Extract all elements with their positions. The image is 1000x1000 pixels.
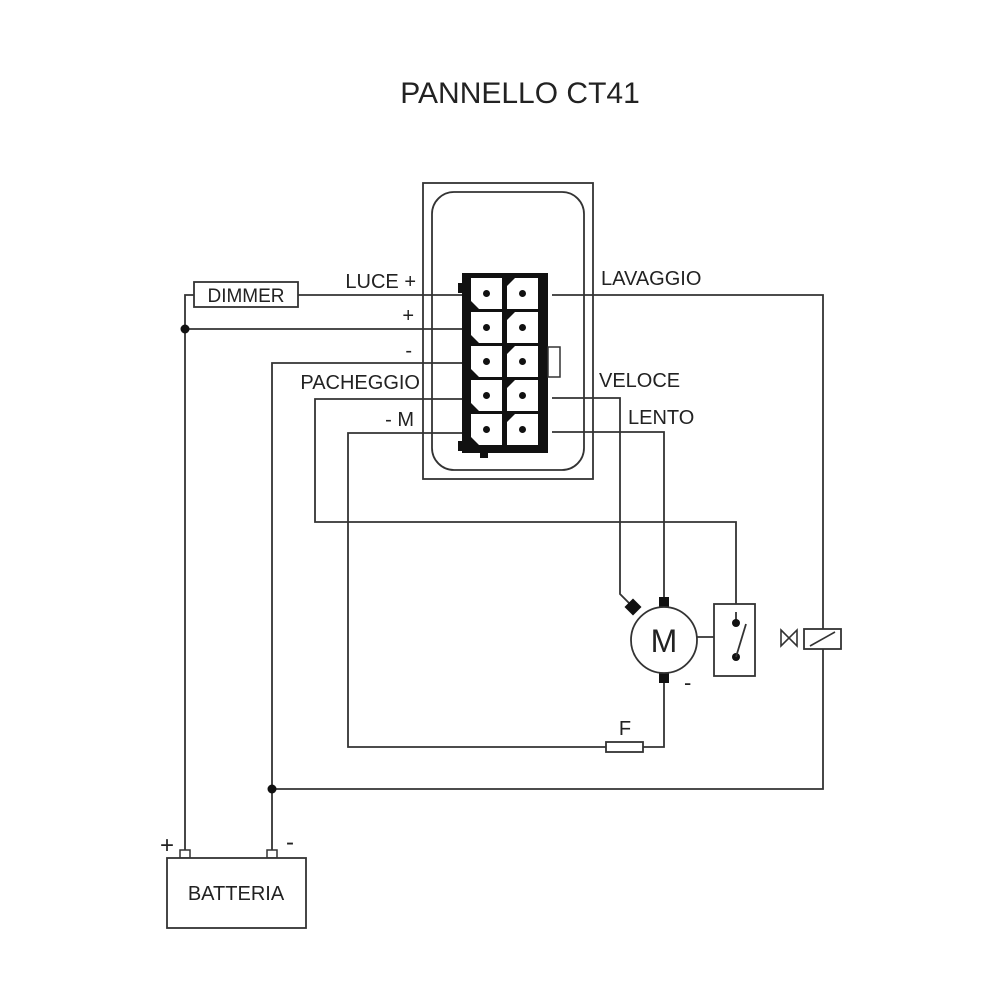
connector-pin-dot: [483, 392, 490, 399]
junction-dot: [180, 324, 190, 334]
fuse-label: F: [619, 718, 631, 740]
label-luce: LUCE +: [345, 271, 416, 293]
washer-valve: [780, 628, 842, 650]
connector-pin-dot: [519, 290, 526, 297]
wire-veloce: [552, 397, 633, 607]
label-lento: LENTO: [628, 407, 694, 429]
dimmer-label: DIMMER: [207, 286, 284, 307]
connector-pin-dot: [519, 392, 526, 399]
connector-pin-dot: [483, 324, 490, 331]
motor: M -: [624, 597, 698, 695]
wire-minus: [271, 362, 462, 855]
connector-pin-dot: [519, 426, 526, 433]
wire-lavaggio: [272, 294, 824, 790]
label-minus: -: [405, 340, 412, 362]
label-lavaggio: LAVAGGIO: [601, 268, 701, 290]
connector-pin-dot: [519, 324, 526, 331]
pins-left: [471, 278, 502, 445]
motor-label: M: [651, 623, 678, 659]
connector-block: [458, 273, 561, 458]
wire-pacheggio: [314, 398, 737, 612]
battery-label: BATTERIA: [188, 883, 285, 905]
wire-minus-m: [347, 432, 606, 748]
junction-dot: [267, 784, 277, 794]
battery-minus-label: -: [286, 829, 294, 856]
motor-minus-label: -: [684, 670, 691, 695]
diagram-title: PANNELLO CT41: [400, 77, 640, 110]
label-veloce: VELOCE: [599, 370, 680, 392]
label-plus: +: [402, 305, 414, 327]
wire-lento: [552, 431, 665, 604]
label-pacheggio: PACHEGGIO: [300, 372, 420, 394]
dimmer-box: DIMMER: [193, 281, 299, 308]
pins-right: [507, 278, 538, 445]
wire-dimmer-bus: [184, 294, 194, 855]
fuse: F: [605, 718, 644, 753]
connector-pin-dot: [483, 358, 490, 365]
panel-ct41: [422, 182, 594, 480]
connector-pin-dot: [519, 358, 526, 365]
battery: BATTERIA + -: [160, 829, 307, 929]
label-minus-m: - M: [385, 409, 414, 431]
connector-pin-dot: [483, 426, 490, 433]
wire-fuse-motor: [643, 676, 665, 748]
battery-plus-label: +: [160, 832, 174, 859]
park-switch: [713, 603, 756, 677]
connector-pin-dot: [483, 290, 490, 297]
wires: [180, 294, 824, 855]
